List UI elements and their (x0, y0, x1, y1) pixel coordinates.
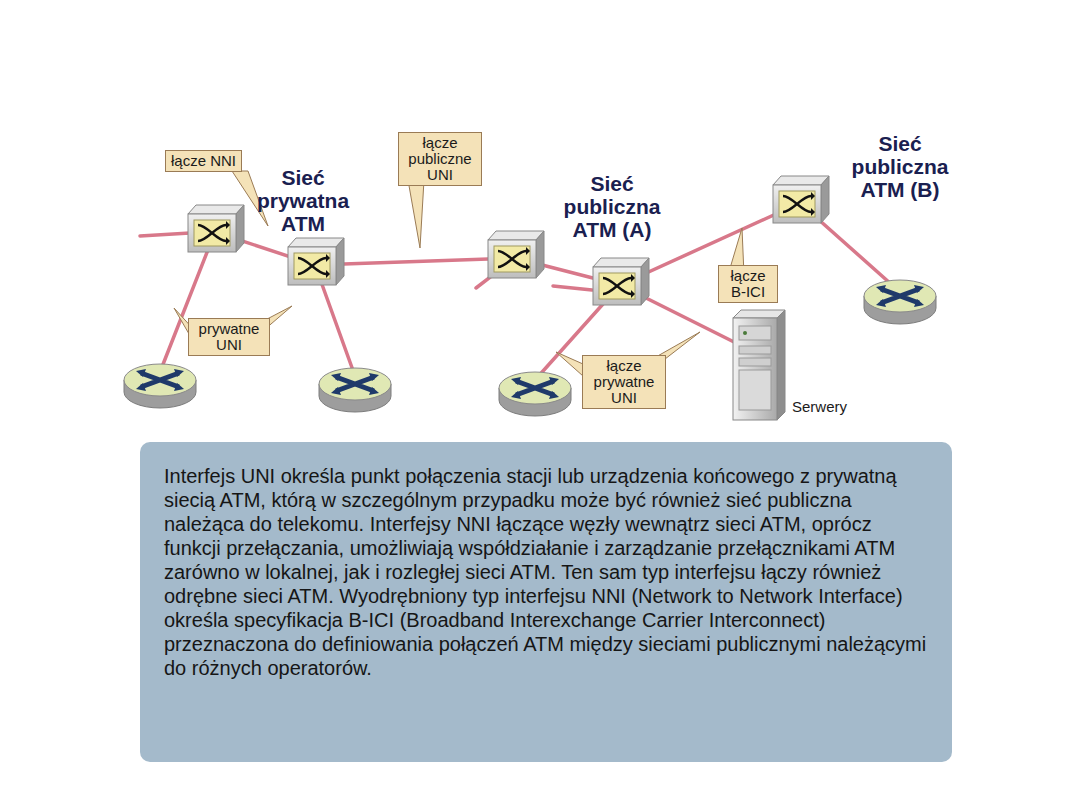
link-line (315, 258, 515, 265)
atm-switch (593, 258, 649, 305)
callout-box: łącze prywatne UNI (582, 355, 666, 409)
server-icon (733, 310, 785, 420)
interface-label: łącze B-ICI (724, 268, 772, 300)
atm-switch (773, 176, 829, 223)
network-name: Sieć prywatna ATM (248, 166, 358, 235)
interface-label: łącze prywatne UNI (588, 358, 660, 406)
callout-pointer (408, 180, 424, 248)
atm-switch (288, 238, 344, 285)
description-box: Interfejs UNI określa punkt połączenia s… (140, 442, 952, 762)
description-text: Interfejs UNI określa punkt połączenia s… (164, 464, 928, 680)
interface-label: łącze publiczne UNI (404, 135, 476, 183)
interface-label: prywatne UNI (194, 321, 264, 353)
interface-label: łącze NNI (171, 153, 236, 169)
router-icon (319, 368, 391, 412)
atm-switch (488, 231, 544, 278)
link-line (140, 233, 190, 236)
callout-box: łącze publiczne UNI (398, 132, 482, 186)
callout-box: łącze NNI (165, 150, 242, 172)
network-name: Sieć publiczna ATM (A) (554, 172, 670, 241)
network-cloud: Sieć publiczna ATM (A) (448, 138, 700, 338)
router-icon (124, 364, 196, 408)
network-cloud: Sieć publiczna ATM (B) (712, 92, 976, 257)
link-line (553, 286, 592, 290)
cloud-shape (451, 144, 692, 331)
callout-box: łącze B-ICI (718, 265, 778, 303)
cloud-shape (715, 97, 969, 252)
atm-switch (188, 205, 244, 252)
cloud-shape (143, 136, 393, 333)
router-icon (864, 280, 936, 324)
server-label: Serwery (792, 398, 847, 415)
network-name: Sieć publiczna ATM (B) (842, 132, 958, 201)
router-icon (499, 372, 571, 416)
callout-box: prywatne UNI (188, 318, 270, 356)
